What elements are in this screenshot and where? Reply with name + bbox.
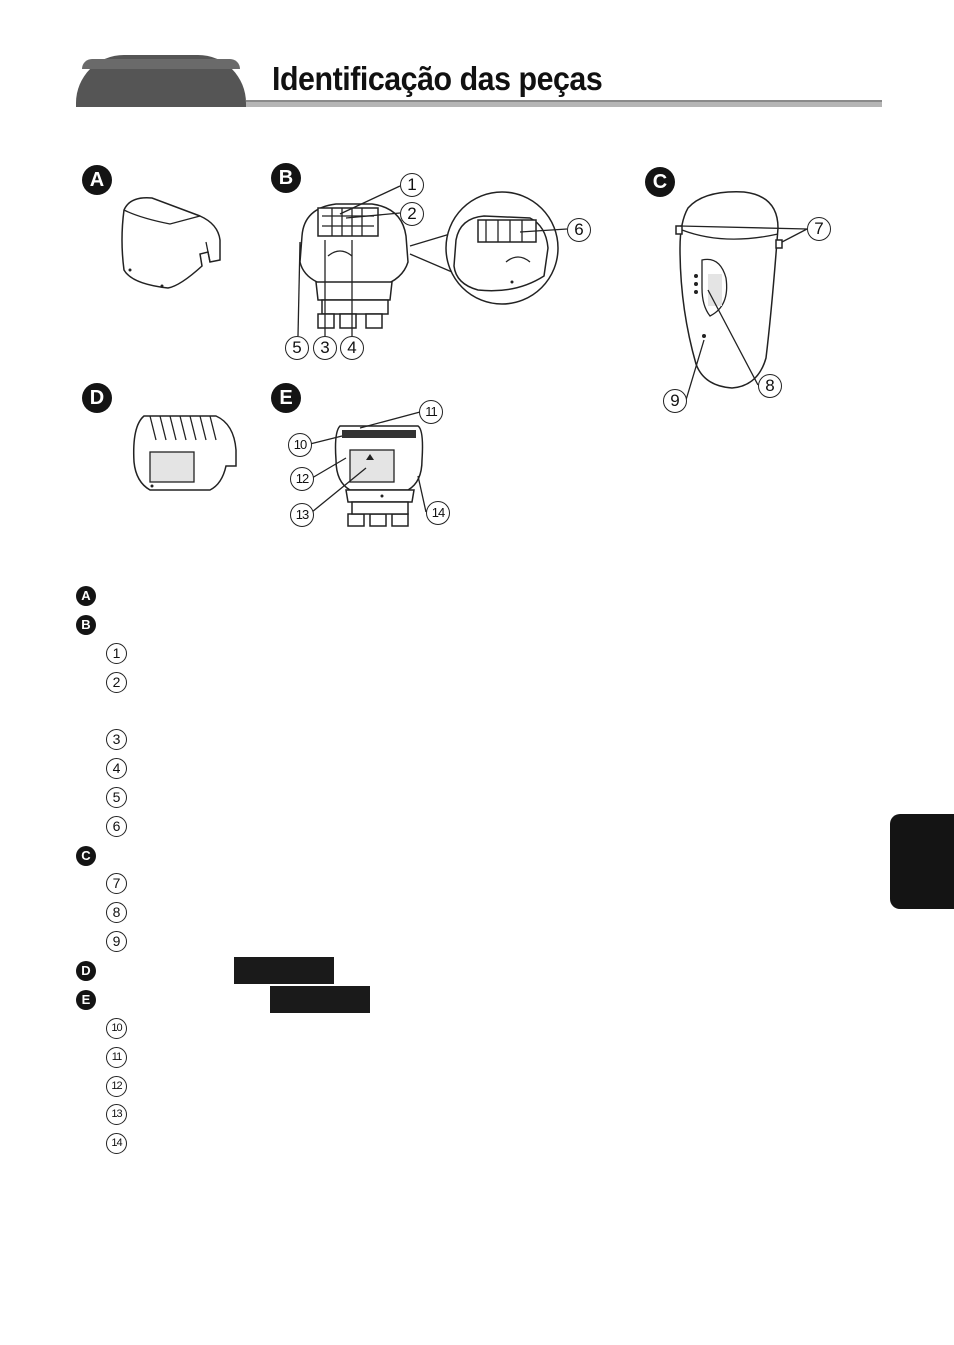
- list-item-5: 5: [106, 787, 127, 808]
- header-tab: [76, 55, 246, 107]
- list-item-8: 8: [106, 902, 127, 923]
- callout-8: 8: [758, 374, 782, 398]
- list-badge-e: E: [76, 990, 96, 1010]
- callout-5: 5: [285, 336, 309, 360]
- cap-illustration: [121, 197, 221, 289]
- zoom-detail-illustration: [409, 191, 559, 305]
- callout-12: 12: [290, 467, 314, 491]
- redaction-bar-e: [270, 986, 370, 1013]
- comb-cap-illustration: [132, 415, 237, 491]
- title-rule: [246, 100, 882, 107]
- callout-14: 14: [426, 501, 450, 525]
- title-rule-line: [246, 100, 882, 102]
- list-item-6: 6: [106, 816, 127, 837]
- list-item-2: 2: [106, 672, 127, 693]
- page-title: Identificação das peças: [272, 60, 603, 97]
- callout-6: 6: [567, 218, 591, 242]
- callout-4: 4: [340, 336, 364, 360]
- epilator-body-illustration: [675, 191, 783, 389]
- list-item-14: 14: [106, 1133, 127, 1154]
- list-badge-b: B: [76, 615, 96, 635]
- list-badge-a: A: [76, 586, 96, 606]
- language-side-tab: [890, 814, 954, 909]
- list-item-11: 11: [106, 1047, 127, 1068]
- leader-lines: [297, 185, 808, 513]
- list-badge-d: D: [76, 961, 96, 981]
- list-item-13: 13: [106, 1104, 127, 1125]
- list-item-1: 1: [106, 643, 127, 664]
- list-item-3: 3: [106, 729, 127, 750]
- callout-13: 13: [290, 503, 314, 527]
- epilator-head-illustration: [299, 203, 409, 329]
- list-item-4: 4: [106, 758, 127, 779]
- list-badge-c: C: [76, 846, 96, 866]
- panel-badge-b: B: [271, 163, 301, 193]
- shaver-head-illustration: [334, 425, 424, 527]
- panel-badge-d: D: [82, 383, 112, 413]
- list-item-12: 12: [106, 1076, 127, 1097]
- panel-badge-a: A: [82, 165, 112, 195]
- list-item-7: 7: [106, 873, 127, 894]
- list-item-9: 9: [106, 931, 127, 952]
- callout-7: 7: [807, 217, 831, 241]
- callout-1: 1: [400, 173, 424, 197]
- panel-badge-e: E: [271, 383, 301, 413]
- callout-10: 10: [288, 433, 312, 457]
- callout-11: 11: [419, 400, 443, 424]
- callout-2: 2: [400, 202, 424, 226]
- panel-badge-c: C: [645, 167, 675, 197]
- callout-9: 9: [663, 389, 687, 413]
- redaction-bar-d: [234, 957, 334, 984]
- callout-3: 3: [313, 336, 337, 360]
- list-item-10: 10: [106, 1018, 127, 1039]
